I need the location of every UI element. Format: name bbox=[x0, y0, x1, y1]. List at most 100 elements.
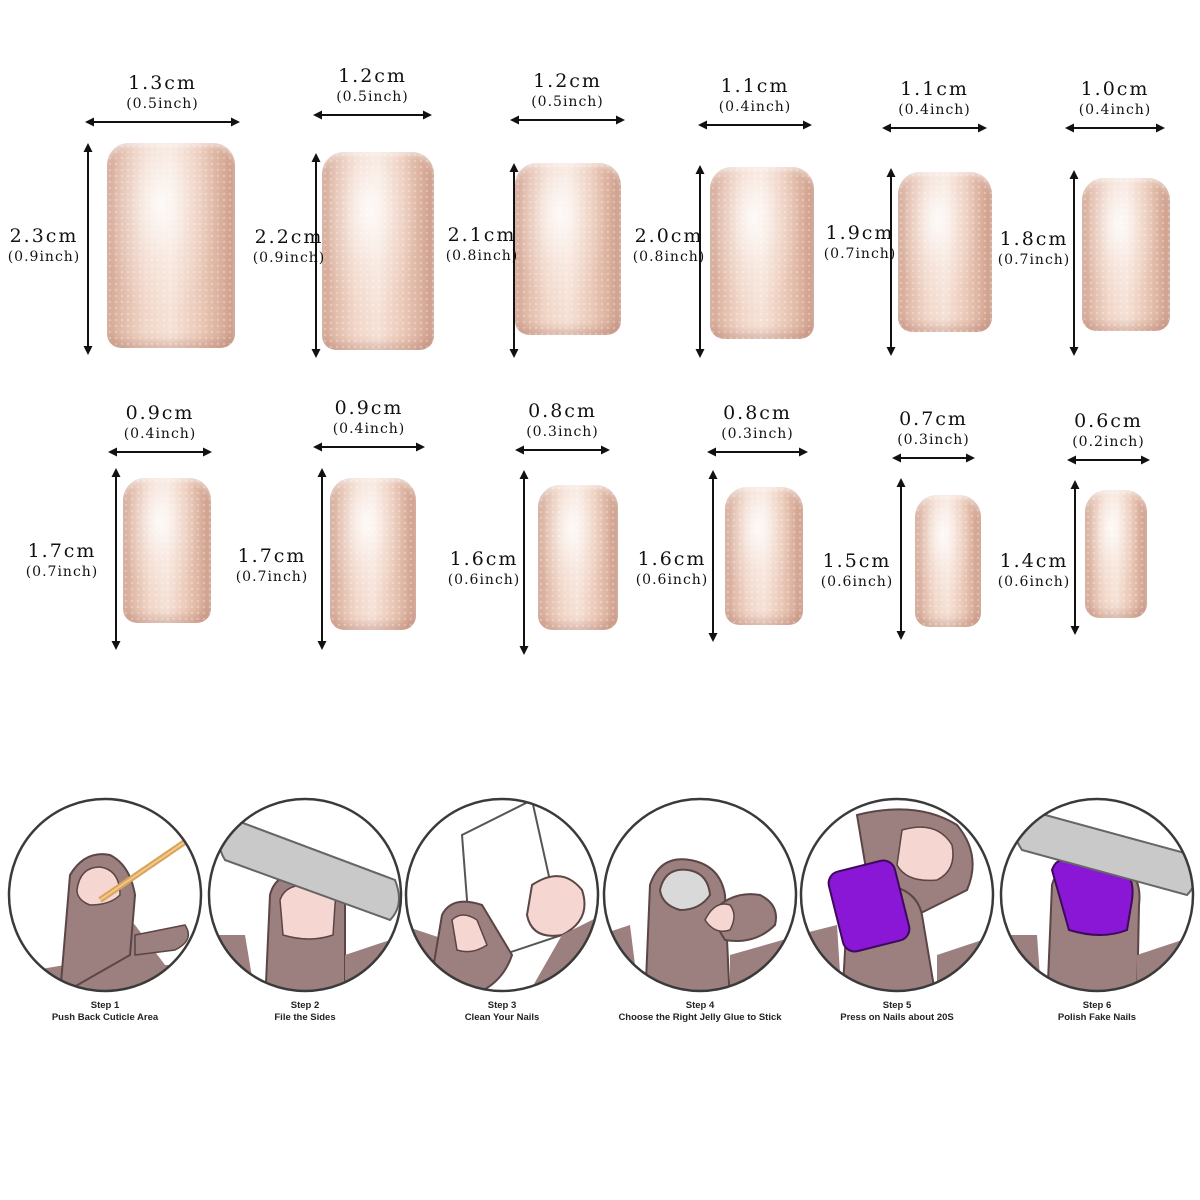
width-cm: 1.1cm bbox=[900, 78, 969, 100]
height-inch: (0.7inch) bbox=[25, 564, 99, 580]
width-arrow bbox=[515, 445, 610, 455]
width-inch: (0.3inch) bbox=[721, 426, 794, 442]
height-label: 1.6cm (0.6inch) bbox=[628, 548, 716, 588]
width-inch: (0.5inch) bbox=[531, 94, 604, 110]
width-arrow bbox=[1065, 123, 1165, 133]
press-on-nail bbox=[107, 143, 235, 348]
height-label: 2.3cm (0.9inch) bbox=[0, 225, 88, 265]
height-arrow bbox=[311, 153, 321, 358]
width-label: 0.7cm (0.3inch) bbox=[892, 408, 975, 448]
width-label: 0.9cm (0.4inch) bbox=[313, 397, 425, 437]
height-label: 1.7cm (0.7inch) bbox=[18, 540, 106, 580]
height-arrow bbox=[708, 470, 718, 642]
step-title: Step 5 bbox=[882, 1000, 912, 1011]
step-text: File the Sides bbox=[274, 1012, 336, 1023]
step-title: Step 4 bbox=[685, 1000, 715, 1011]
width-cm: 1.2cm bbox=[338, 65, 407, 87]
height-arrow bbox=[519, 470, 529, 655]
height-label: 1.8cm (0.7inch) bbox=[990, 228, 1078, 268]
height-cm: 1.7cm bbox=[27, 540, 97, 562]
height-arrow bbox=[1070, 480, 1080, 635]
step-caption: Step 2 File the Sides bbox=[205, 1000, 405, 1024]
height-inch: (0.6inch) bbox=[635, 572, 709, 588]
height-inch: (0.8inch) bbox=[445, 248, 519, 264]
width-label: 0.8cm (0.3inch) bbox=[515, 400, 610, 440]
step-illustration bbox=[7, 797, 203, 993]
width-label: 1.2cm (0.5inch) bbox=[313, 65, 432, 105]
height-cm: 2.2cm bbox=[254, 226, 324, 248]
height-cm: 1.7cm bbox=[237, 545, 307, 567]
height-cm: 1.4cm bbox=[999, 550, 1069, 572]
step-title: Step 1 bbox=[90, 1000, 120, 1011]
width-label: 1.3cm (0.5inch) bbox=[85, 72, 240, 112]
press-on-nail bbox=[515, 163, 621, 335]
height-inch: (0.6inch) bbox=[447, 572, 521, 588]
step-text: Press on Nails about 20S bbox=[840, 1012, 954, 1023]
step-caption: Step 5 Press on Nails about 20S bbox=[797, 1000, 997, 1024]
height-inch: (0.8inch) bbox=[632, 249, 706, 265]
width-arrow bbox=[313, 442, 425, 452]
step-title: Step 2 bbox=[290, 1000, 320, 1011]
width-label: 1.1cm (0.4inch) bbox=[698, 75, 812, 115]
height-inch: (0.9inch) bbox=[252, 250, 326, 266]
height-inch: (0.7inch) bbox=[235, 569, 309, 585]
height-label: 1.6cm (0.6inch) bbox=[440, 548, 528, 588]
width-arrow bbox=[707, 447, 808, 457]
press-on-nail bbox=[123, 478, 211, 623]
step-illustration bbox=[404, 797, 600, 993]
width-cm: 0.7cm bbox=[899, 408, 968, 430]
step-illustration bbox=[207, 797, 403, 993]
width-inch: (0.2inch) bbox=[1072, 434, 1145, 450]
step-caption: Step 1 Push Back Cuticle Area bbox=[5, 1000, 205, 1024]
press-on-nail bbox=[710, 167, 814, 339]
step-title: Step 3 bbox=[487, 1000, 517, 1011]
height-arrow bbox=[509, 163, 519, 358]
width-inch: (0.3inch) bbox=[897, 432, 970, 448]
height-label: 1.5cm (0.6inch) bbox=[813, 550, 901, 590]
step-caption: Step 6 Polish Fake Nails bbox=[997, 1000, 1197, 1024]
height-inch: (0.6inch) bbox=[820, 574, 894, 590]
width-inch: (0.4inch) bbox=[1078, 102, 1152, 118]
press-on-nail bbox=[1085, 490, 1147, 618]
width-arrow bbox=[892, 453, 975, 463]
width-cm: 0.8cm bbox=[528, 400, 597, 422]
width-arrow bbox=[108, 447, 212, 457]
step-text: Polish Fake Nails bbox=[1057, 1012, 1137, 1023]
height-label: 1.4cm (0.6inch) bbox=[990, 550, 1078, 590]
width-cm: 0.6cm bbox=[1074, 410, 1143, 432]
height-cm: 1.5cm bbox=[822, 550, 892, 572]
width-arrow bbox=[313, 110, 432, 120]
press-on-nail bbox=[725, 487, 803, 625]
press-on-nail bbox=[538, 485, 618, 630]
width-cm: 1.3cm bbox=[128, 72, 197, 94]
height-cm: 2.1cm bbox=[447, 224, 517, 246]
width-label: 1.2cm (0.5inch) bbox=[510, 70, 625, 110]
width-label: 1.1cm (0.4inch) bbox=[882, 78, 987, 118]
height-cm: 1.9cm bbox=[825, 222, 895, 244]
height-label: 2.0cm (0.8inch) bbox=[625, 225, 713, 265]
width-arrow bbox=[882, 123, 987, 133]
press-on-nail bbox=[1082, 178, 1170, 331]
width-arrow bbox=[1067, 455, 1150, 465]
height-inch: (0.6inch) bbox=[997, 574, 1071, 590]
width-inch: (0.5inch) bbox=[336, 89, 409, 105]
width-inch: (0.4inch) bbox=[898, 102, 971, 118]
width-arrow bbox=[698, 120, 812, 130]
height-inch: (0.9inch) bbox=[7, 249, 81, 265]
width-inch: (0.4inch) bbox=[332, 421, 406, 437]
width-cm: 0.9cm bbox=[334, 397, 404, 419]
height-inch: (0.7inch) bbox=[823, 246, 897, 262]
height-arrow bbox=[695, 165, 705, 358]
width-arrow bbox=[85, 117, 240, 127]
height-cm: 2.0cm bbox=[634, 225, 704, 247]
step-text: Choose the Right Jelly Glue to Stick bbox=[618, 1012, 782, 1023]
height-cm: 1.8cm bbox=[999, 228, 1069, 250]
height-inch: (0.7inch) bbox=[997, 252, 1071, 268]
height-arrow bbox=[317, 468, 327, 650]
step-caption: Step 4 Choose the Right Jelly Glue to St… bbox=[600, 1000, 800, 1024]
step-text: Push Back Cuticle Area bbox=[51, 1012, 159, 1023]
press-on-nail bbox=[330, 478, 416, 630]
step-illustration bbox=[799, 797, 995, 993]
width-inch: (0.4inch) bbox=[123, 426, 197, 442]
width-label: 0.8cm (0.3inch) bbox=[707, 402, 808, 442]
